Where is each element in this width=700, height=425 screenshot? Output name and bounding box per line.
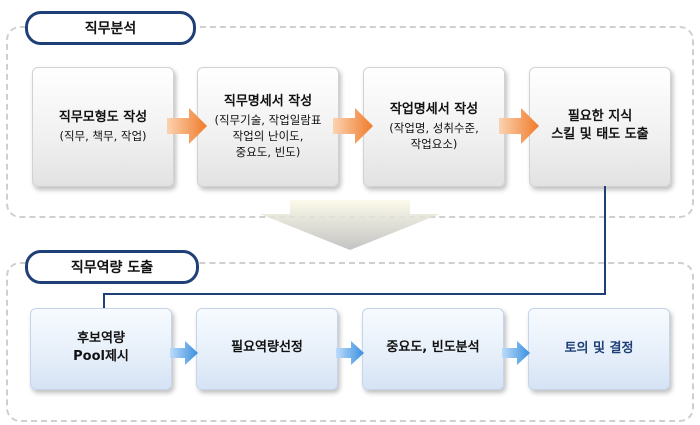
step-detail: 중요도, 빈도) [235,145,301,159]
step-title: 필요역량선정 [231,340,303,355]
step-job-spec: 직무명세서 작성 (직무기술, 작업일람표 작업의 난이도, 중요도, 빈도) [197,67,339,187]
step-title: 토의 및 결정 [564,341,634,356]
section-title-competency: 직무역량 도출 [25,250,199,284]
orange-arrow-icon [167,108,207,144]
step-candidate-pool: 후보역량 Pool제시 [30,308,172,390]
step-detail: Pool제시 [73,349,129,364]
step-title: 직무명세서 작성 [223,94,313,109]
step-importance-analysis: 중요도, 빈도분석 [362,308,504,390]
orange-arrow-icon [499,108,539,144]
section-title-job-analysis: 직무분석 [25,11,196,45]
step-task-spec: 작업명세서 작성 (작업명, 성취수준, 작업요소) [363,67,505,187]
step-discussion-decision: 토의 및 결정 [528,308,670,390]
blue-arrow-icon [502,341,530,365]
step-title: 후보역량 [77,331,125,346]
step-title: 직무모형도 작성 [58,110,148,125]
step-job-model: 직무모형도 작성 (직무, 책무, 작업) [32,67,174,187]
step-title: 중요도, 빈도분석 [386,340,480,355]
step-detail: (직무, 책무, 작업) [59,129,147,143]
blue-arrow-icon [170,341,198,365]
step-detail: 작업요소) [410,137,458,151]
step-required-competency: 필요역량선정 [196,308,338,390]
down-arrow-icon [260,200,440,250]
step-detail: 스킬 및 태도 도출 [551,127,649,142]
step-detail: 작업의 난이도, [232,129,304,143]
step-detail: (직무기술, 작업일람표 [214,113,322,127]
step-title: 필요한 지식 [567,109,633,124]
orange-arrow-icon [333,108,373,144]
step-title: 작업명세서 작성 [389,102,479,117]
step-knowledge-skill: 필요한 지식 스킬 및 태도 도출 [529,67,671,187]
step-detail: (작업명, 성취수준, [389,121,479,135]
blue-arrow-icon [336,341,364,365]
